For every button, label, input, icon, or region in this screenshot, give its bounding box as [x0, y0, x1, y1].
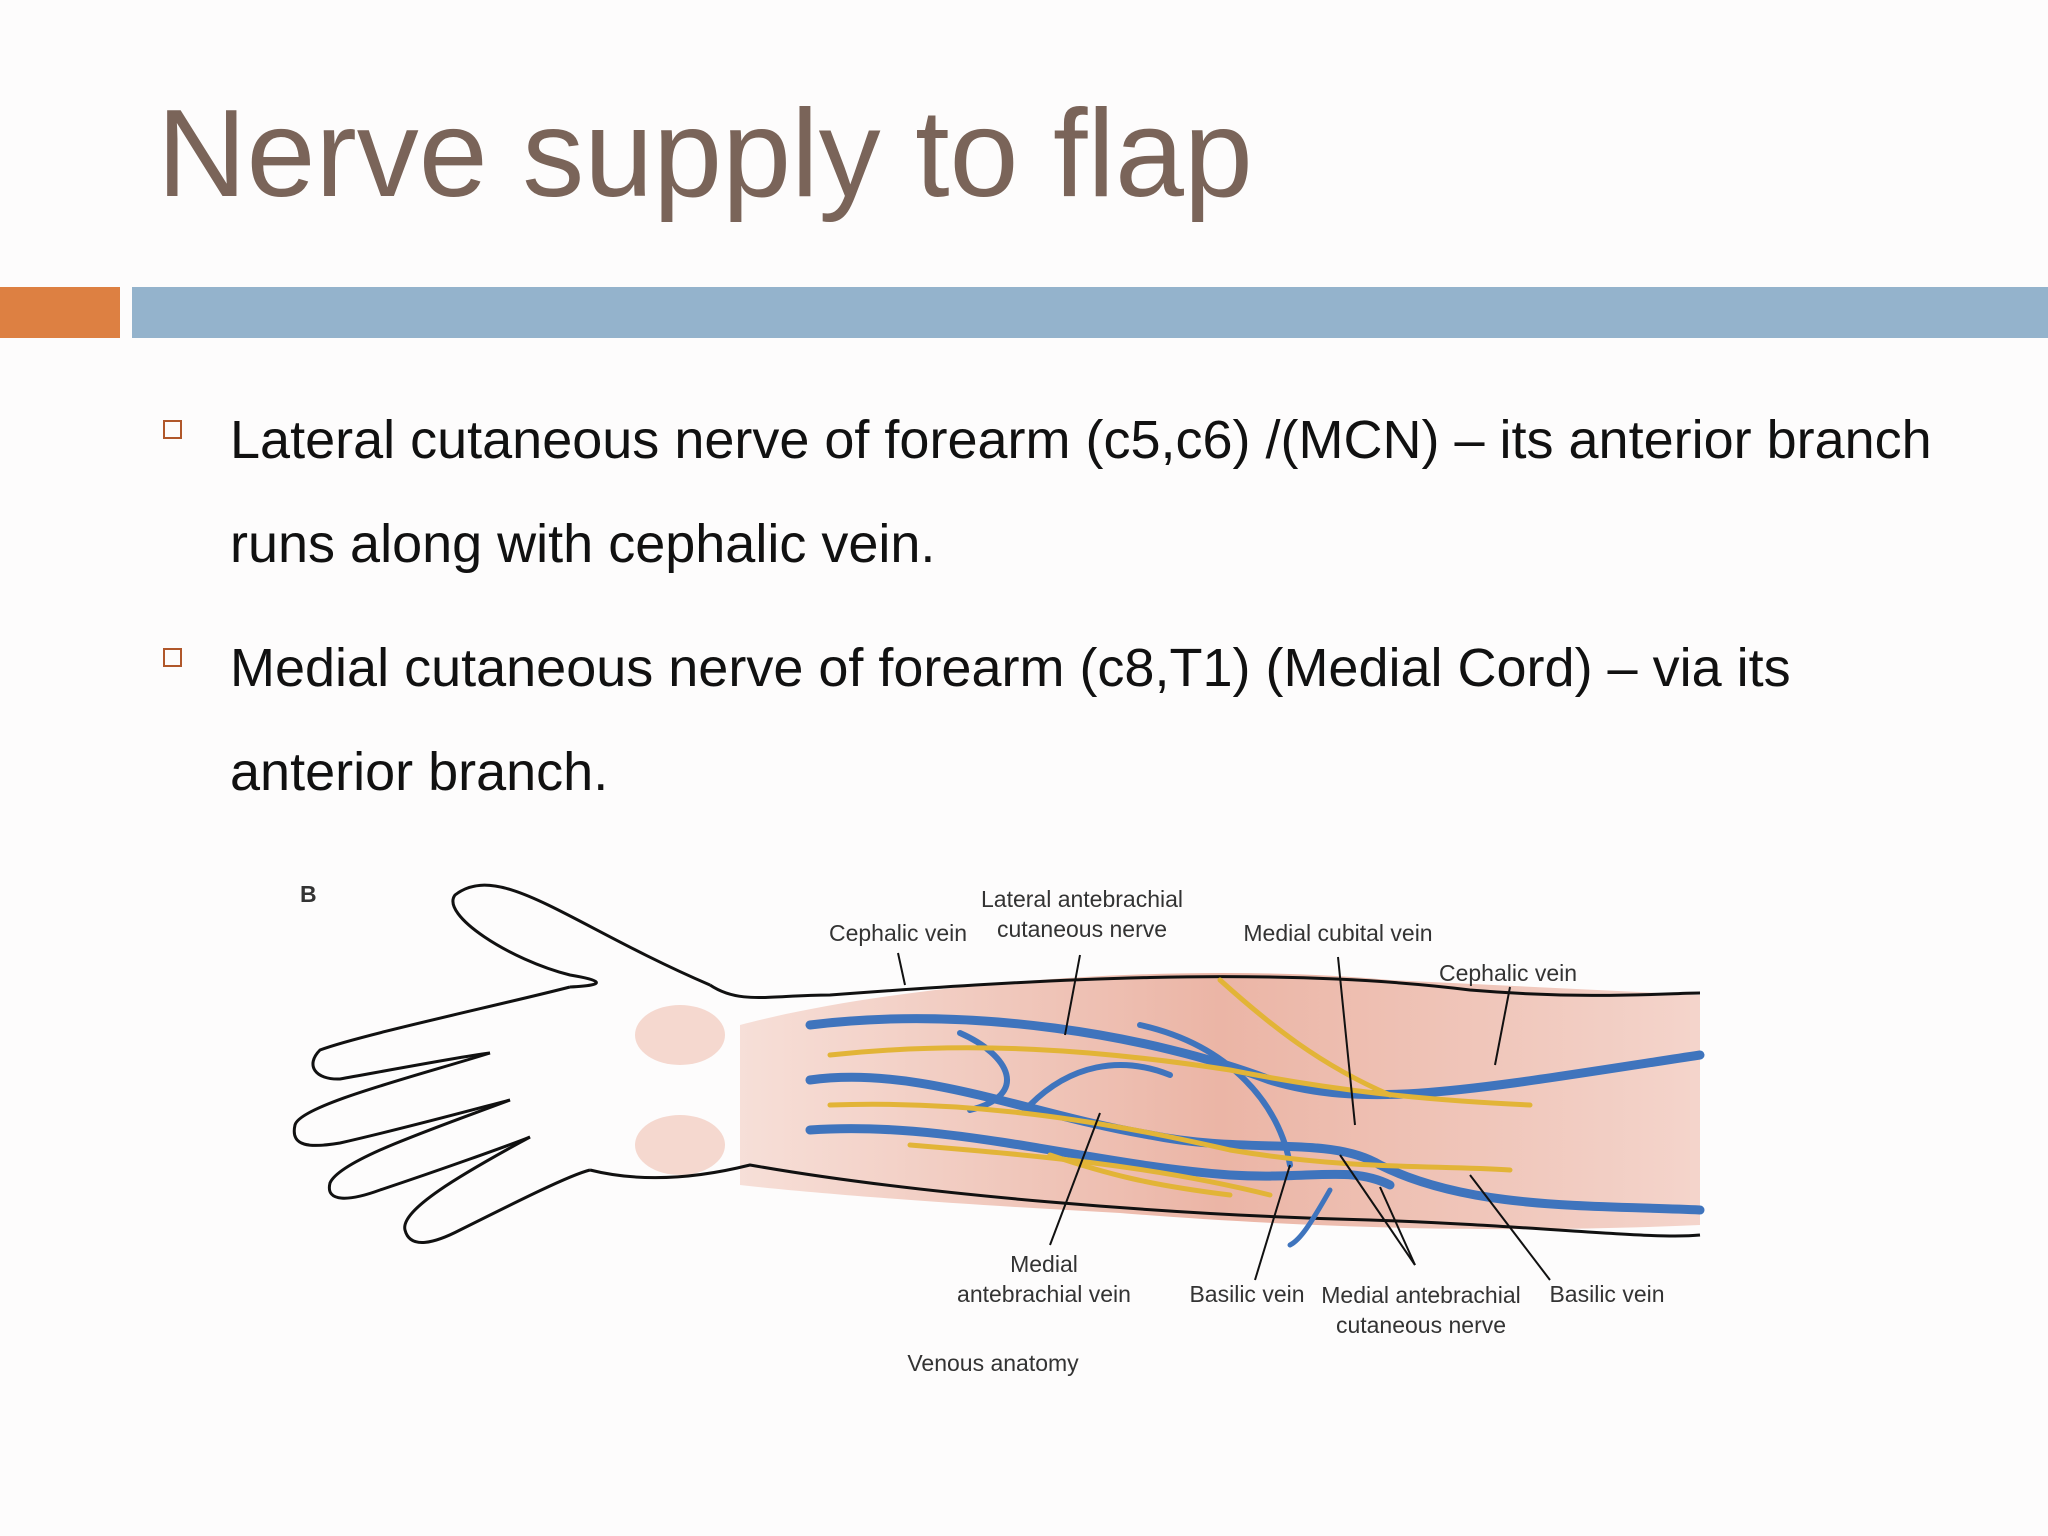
label-basilic-vein: Basilic vein	[1189, 1281, 1304, 1307]
square-bullet-icon	[163, 648, 182, 667]
label-cephalic-vein: Cephalic vein	[1439, 960, 1577, 986]
wrist-patch	[635, 1115, 725, 1175]
forearm-anatomy-figure: B Cephalic vein Lateral antebrachial cut…	[270, 865, 1730, 1395]
bullet-item: Medial cutaneous nerve of forearm (c8,T1…	[160, 616, 1980, 824]
pointer-lines	[897, 952, 1551, 1281]
label-basilic-vein: Basilic vein	[1549, 1281, 1664, 1307]
accent-bar-orange	[0, 287, 120, 338]
arm-outline	[292, 883, 1701, 1245]
label-cephalic-vein: Cephalic vein	[829, 920, 967, 946]
slide-title: Nerve supply to flap	[157, 85, 1253, 223]
bullet-text: Lateral cutaneous nerve of forearm (c5,c…	[230, 410, 1932, 574]
label-lateral-antebrachial: cutaneous nerve	[997, 916, 1167, 942]
label-lateral-antebrachial: Lateral antebrachial	[981, 886, 1183, 912]
forearm-illustration: B Cephalic vein Lateral antebrachial cut…	[292, 881, 1705, 1376]
bullet-text: Medial cutaneous nerve of forearm (c8,T1…	[230, 638, 1791, 802]
forearm-muscle	[740, 972, 1700, 1230]
label-medial-cubital-vein: Medial cubital vein	[1243, 920, 1432, 946]
label-medial-antebrachial-vein: antebrachial vein	[957, 1281, 1131, 1307]
label-medial-antebrachial-nerve: cutaneous nerve	[1336, 1312, 1506, 1338]
square-bullet-icon	[163, 420, 182, 439]
bullet-list: Lateral cutaneous nerve of forearm (c5,c…	[160, 388, 1980, 844]
panel-letter: B	[300, 881, 317, 907]
accent-bar-blue	[132, 287, 2048, 338]
bullet-item: Lateral cutaneous nerve of forearm (c5,c…	[160, 388, 1980, 596]
nerves	[827, 977, 1533, 1198]
veins	[805, 1014, 1705, 1248]
wrist-patch	[635, 1005, 725, 1065]
figure-caption: Venous anatomy	[907, 1350, 1079, 1376]
label-medial-antebrachial-vein: Medial	[1010, 1251, 1078, 1277]
label-medial-antebrachial-nerve: Medial antebrachial	[1321, 1282, 1520, 1308]
